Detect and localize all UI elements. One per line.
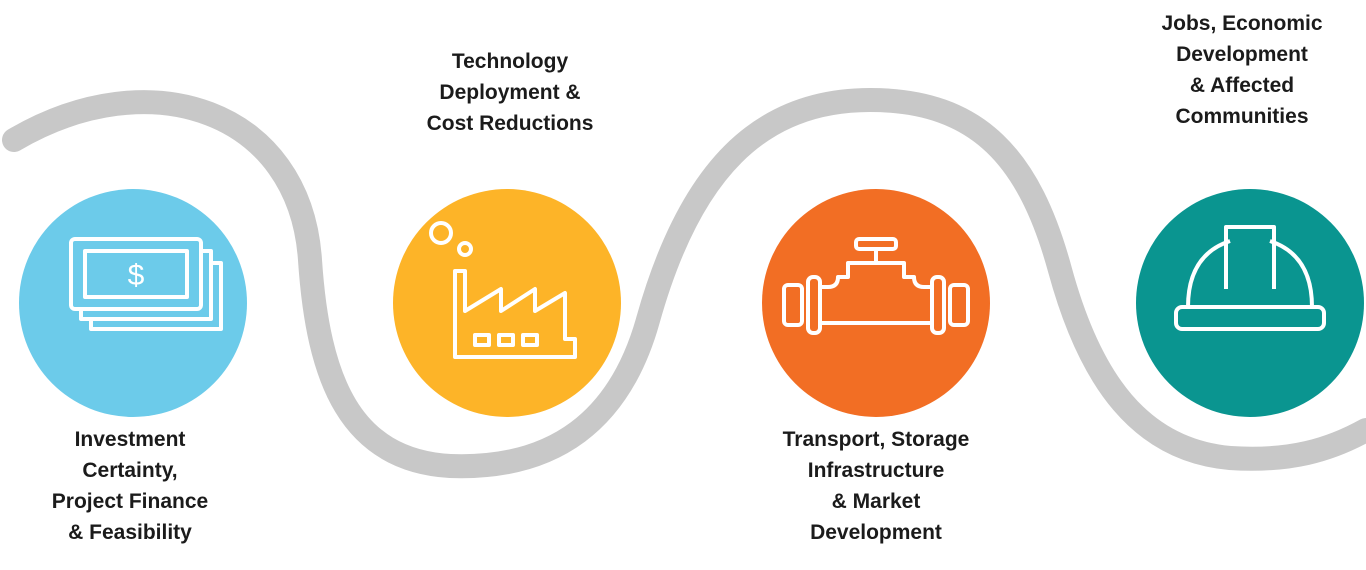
transport-label: Transport, Storage Infrastructure & Mark… [782, 428, 970, 544]
transport-circle [762, 189, 990, 417]
hard-hat-icon [1174, 225, 1326, 331]
pipeline-valve-icon [782, 237, 970, 335]
technology-circle [393, 189, 621, 417]
jobs-label: Jobs, Economic Development & Affected Co… [1161, 12, 1323, 128]
investment-circle: $ [19, 189, 247, 417]
technology-label: Technology Deployment & Cost Reductions [426, 50, 594, 135]
investment-label: Investment Certainty, Project Finance & … [51, 428, 209, 544]
dollar-symbol: $ [128, 259, 145, 292]
jobs-circle [1136, 189, 1364, 417]
factory-icon [429, 221, 577, 359]
money-stack-icon: $ [69, 237, 223, 331]
